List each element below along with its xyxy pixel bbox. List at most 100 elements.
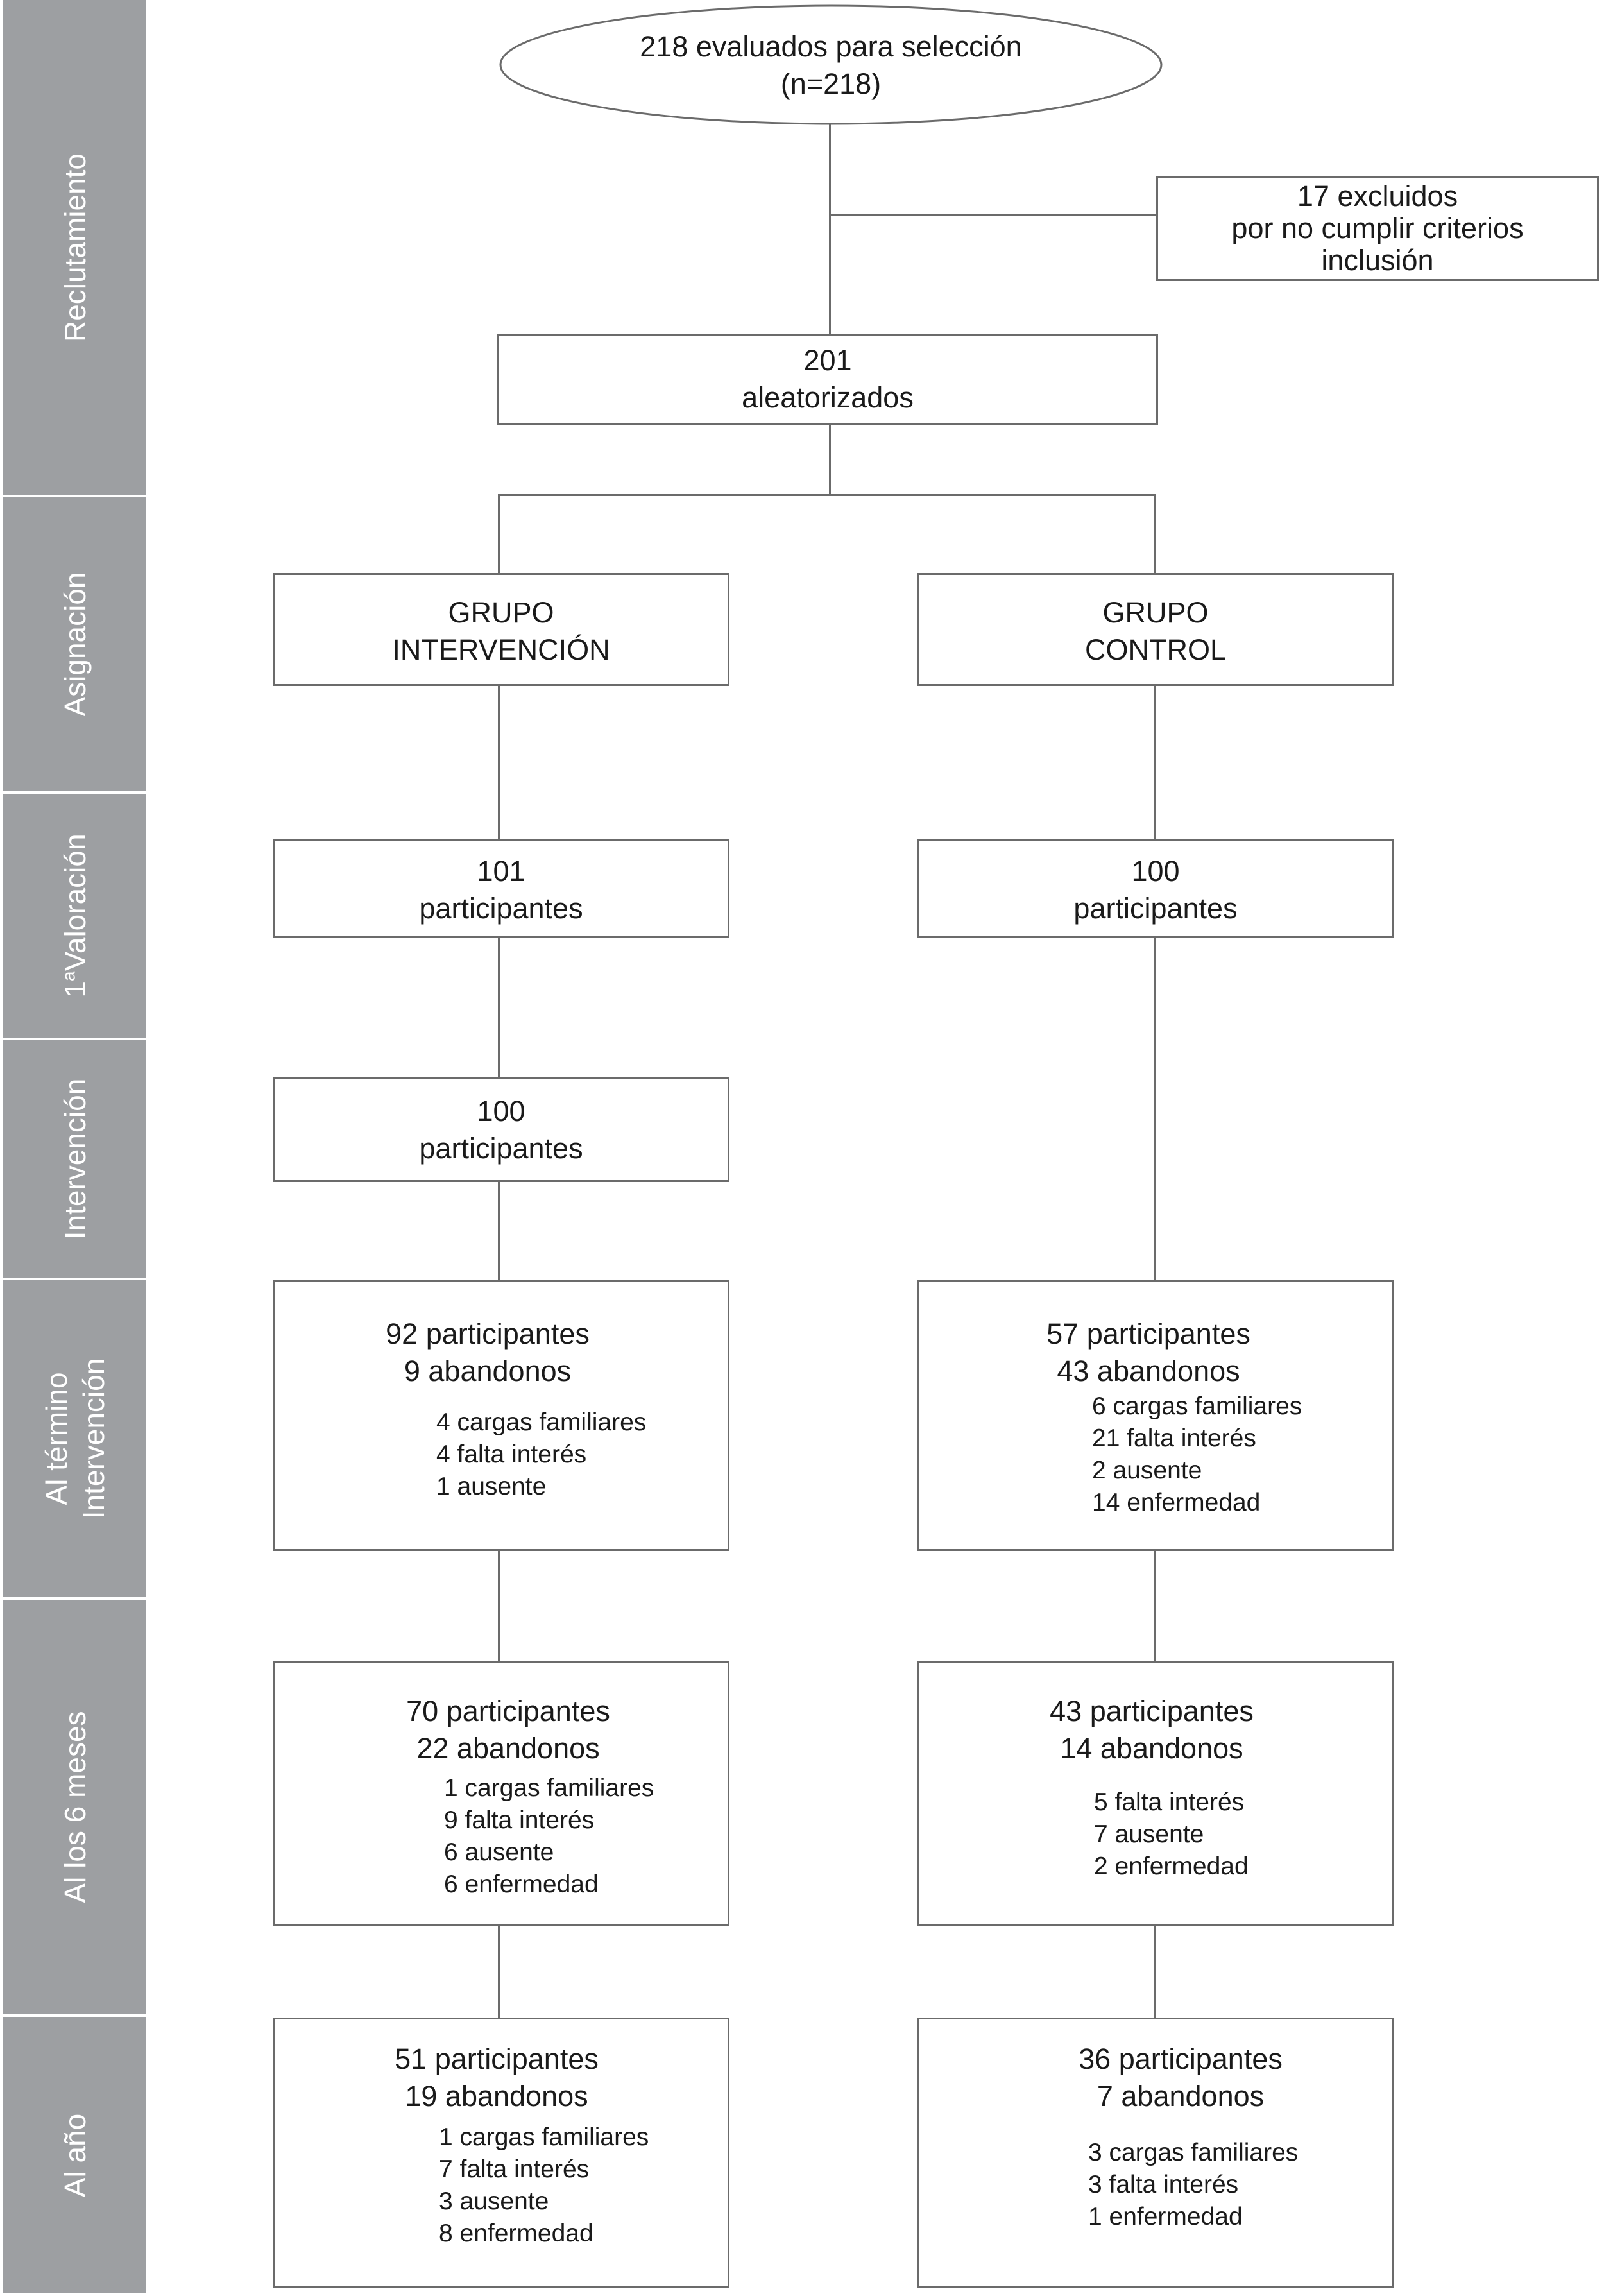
control-six-months-dropouts: 14 abandonos <box>1060 1732 1243 1765</box>
intervention-six-months-box <box>273 1661 729 1926</box>
intervention-end-dropouts: 9 abandonos <box>404 1355 572 1387</box>
intervention-six-months-participants: 70 participantes <box>406 1695 610 1727</box>
phase-label: Asignación <box>58 572 92 717</box>
connector <box>498 937 500 1078</box>
excluded-line3: inclusión <box>1321 244 1434 277</box>
intervention-phase-count: 100 <box>477 1095 525 1127</box>
excluded-line1: 17 excluidos <box>1297 180 1458 212</box>
intervention-six-months-reason: 9 falta interés <box>444 1806 595 1834</box>
intervention-baseline-box: 101 participantes <box>273 839 729 938</box>
connector <box>498 1925 500 2019</box>
connector <box>829 112 831 335</box>
intervention-one-year-dropouts: 19 abandonos <box>405 2080 588 2112</box>
phase-band-asignacion: Asignación <box>3 497 146 794</box>
connector <box>498 494 1156 496</box>
phase-label: 1aValoración <box>56 834 94 997</box>
control-one-year-participants: 36 participantes <box>1079 2043 1283 2075</box>
intervention-group-box: GRUPO INTERVENCIÓN <box>273 573 729 686</box>
phase-band-intervencion: Intervención <box>3 1040 146 1280</box>
intervention-six-months-dropouts: 22 abandonos <box>416 1732 600 1765</box>
phase-label: Intervención <box>58 1078 92 1240</box>
intervention-one-year-box <box>273 2018 729 2288</box>
connector <box>1154 937 1156 1281</box>
screening-ellipse <box>499 4 1163 125</box>
excluded-text: 17 excluidos por no cumplir criterios in… <box>1158 180 1597 277</box>
intervention-baseline-text: 101 participantes <box>275 853 728 927</box>
screening-line2: (n=218) <box>780 67 882 100</box>
phase-band-reclutamiento: Reclutamiento <box>3 0 146 497</box>
randomized-line1: 201 <box>803 344 852 377</box>
intervention-one-year-reason: 8 enfermedad <box>439 2220 593 2247</box>
phase-label-text: Valoración <box>58 834 92 972</box>
phase-band-valoracion: 1aValoración <box>3 794 146 1040</box>
randomized-text: 201 aleatorizados <box>499 342 1156 416</box>
phase-label: Al los 6 meses <box>58 1711 92 1903</box>
intervention-baseline-label: participantes <box>419 892 583 925</box>
phase-band-ano: Al año <box>3 2017 146 2296</box>
randomized-box: 201 aleatorizados <box>497 334 1158 425</box>
phase-label: Al año <box>58 2113 92 2197</box>
control-end-participants: 57 participantes <box>1046 1317 1250 1350</box>
intervention-phase-box: 100 participantes <box>273 1077 729 1182</box>
intervention-one-year-reason: 3 ausente <box>439 2188 549 2215</box>
intervention-one-year-reason: 1 cargas familiares <box>439 2123 649 2151</box>
screening-text: 218 evaluados para selección (n=218) <box>497 28 1165 103</box>
control-end-box <box>917 1280 1394 1551</box>
intervention-end-reason: 4 falta interés <box>436 1441 587 1468</box>
intervention-end-participants: 92 participantes <box>386 1317 590 1350</box>
control-six-months-participants: 43 participantes <box>1050 1695 1254 1727</box>
control-end-reason: 21 falta interés <box>1092 1425 1256 1452</box>
intervention-end-box <box>273 1280 729 1551</box>
excluded-box: 17 excluidos por no cumplir criterios in… <box>1156 176 1599 281</box>
control-group-title2: CONTROL <box>1084 633 1226 666</box>
connector <box>1154 684 1156 841</box>
control-group-box: GRUPO CONTROL <box>917 573 1394 686</box>
phase-band-termino: Al término Intervención <box>3 1280 146 1600</box>
control-baseline-box: 100 participantes <box>917 839 1394 938</box>
connector <box>498 494 500 574</box>
intervention-group-title2: INTERVENCIÓN <box>392 633 610 666</box>
control-end-dropouts: 43 abandonos <box>1057 1355 1240 1387</box>
control-one-year-reason: 3 cargas familiares <box>1088 2139 1299 2166</box>
control-baseline-label: participantes <box>1073 892 1238 925</box>
intervention-six-months-reason: 1 cargas familiares <box>444 1774 654 1802</box>
control-group-title1: GRUPO <box>1102 596 1209 629</box>
connector <box>1154 1925 1156 2019</box>
intervention-one-year-reason: 7 falta interés <box>439 2155 590 2183</box>
control-six-months-reason: 7 ausente <box>1094 1821 1204 1848</box>
intervention-six-months-reason: 6 enfermedad <box>444 1871 599 1898</box>
intervention-end-reason: 1 ausente <box>436 1473 547 1500</box>
control-one-year-box <box>917 2018 1394 2288</box>
control-six-months-reason: 5 falta interés <box>1094 1788 1245 1816</box>
connector <box>829 214 1158 216</box>
control-baseline-count: 100 <box>1131 855 1180 887</box>
control-six-months-reason: 2 enfermedad <box>1094 1853 1249 1880</box>
intervention-one-year-participants: 51 participantes <box>395 2043 599 2075</box>
control-six-months-box <box>917 1661 1394 1926</box>
intervention-phase-label: participantes <box>419 1132 583 1165</box>
connector <box>498 684 500 841</box>
control-end-reason: 2 ausente <box>1092 1457 1202 1484</box>
intervention-six-months-reason: 6 ausente <box>444 1838 554 1866</box>
phase-label-sup: a <box>58 971 79 981</box>
connector <box>1154 1550 1156 1662</box>
connector <box>498 1181 500 1281</box>
phase-band-seis-meses: Al los 6 meses <box>3 1600 146 2017</box>
control-one-year-dropouts: 7 abandonos <box>1096 2080 1265 2112</box>
control-group-title: GRUPO CONTROL <box>919 594 1392 669</box>
control-end-reason: 6 cargas familiares <box>1092 1392 1302 1420</box>
screening-line1: 218 evaluados para selección <box>640 30 1022 63</box>
connector <box>829 423 831 495</box>
connector <box>1154 494 1156 574</box>
control-one-year-reason: 3 falta interés <box>1088 2171 1239 2198</box>
connector <box>498 1550 500 1662</box>
intervention-group-title: GRUPO INTERVENCIÓN <box>275 594 728 669</box>
phase-label: Reclutamiento <box>58 153 92 342</box>
control-end-reason: 14 enfermedad <box>1092 1489 1261 1516</box>
phase-label: Al término Intervención <box>39 1358 110 1520</box>
control-one-year-reason: 1 enfermedad <box>1088 2203 1243 2231</box>
intervention-group-title1: GRUPO <box>448 596 554 629</box>
control-baseline-text: 100 participantes <box>919 853 1392 927</box>
phase-label-prefix: 1 <box>58 981 92 998</box>
